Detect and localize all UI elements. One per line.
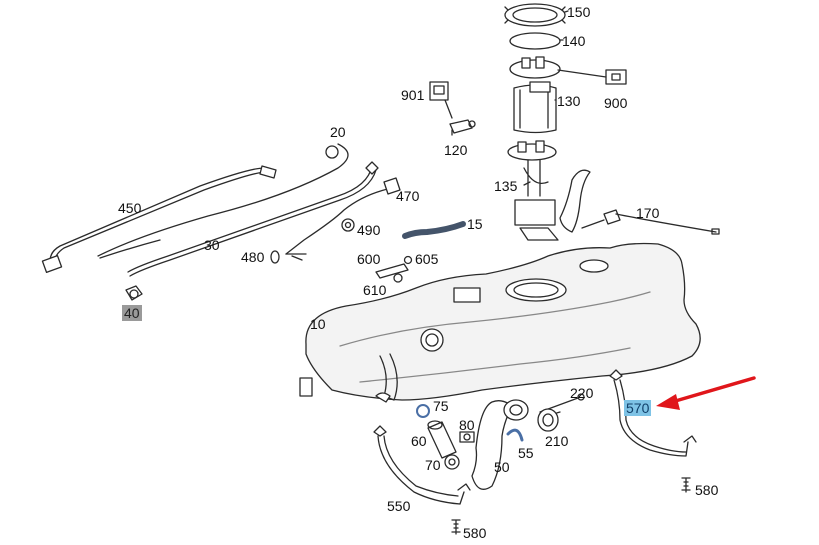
label-60[interactable]: 60 <box>411 433 427 449</box>
label-40[interactable]: 40 <box>122 305 142 321</box>
hose-15[interactable] <box>402 221 466 239</box>
fuel-line-470[interactable] <box>285 177 401 261</box>
sensor-120[interactable] <box>449 119 476 136</box>
label-10[interactable]: 10 <box>310 316 326 332</box>
valve-80[interactable] <box>459 431 475 443</box>
fitting-40[interactable] <box>125 285 143 301</box>
label-120[interactable]: 120 <box>444 142 468 158</box>
label-30[interactable]: 30 <box>204 237 220 253</box>
strap-570[interactable] <box>609 369 697 457</box>
fuel-pump-130[interactable] <box>509 56 607 134</box>
clip-55[interactable] <box>506 428 524 442</box>
label-20[interactable]: 20 <box>330 124 346 140</box>
level-sender-170[interactable] <box>559 169 720 235</box>
clamp-75[interactable] <box>416 404 430 418</box>
label-210[interactable]: 210 <box>545 433 569 449</box>
label-490[interactable]: 490 <box>357 222 381 238</box>
hose-60[interactable] <box>427 420 457 459</box>
label-901[interactable]: 901 <box>401 87 425 103</box>
fuel-line-30[interactable] <box>127 161 379 277</box>
bracket-600[interactable] <box>375 255 413 283</box>
label-605[interactable]: 605 <box>415 251 439 267</box>
fuel-line-450[interactable] <box>41 165 277 274</box>
bolt-580-right[interactable] <box>681 477 691 493</box>
label-570[interactable]: 570 <box>624 400 652 416</box>
clip-480[interactable] <box>270 250 280 264</box>
label-70[interactable]: 70 <box>425 457 441 473</box>
label-15[interactable]: 15 <box>467 216 483 232</box>
clamp-70[interactable] <box>444 454 460 470</box>
fuel-tank-10[interactable] <box>299 242 701 403</box>
label-170[interactable]: 170 <box>636 205 660 221</box>
connector-901[interactable] <box>429 81 453 119</box>
label-220[interactable]: 220 <box>570 385 594 401</box>
seal-ring-140[interactable] <box>509 32 564 50</box>
label-580-right[interactable]: 580 <box>695 482 719 498</box>
label-140[interactable]: 140 <box>562 33 586 49</box>
filler-neck-50[interactable] <box>471 399 529 490</box>
label-135[interactable]: 135 <box>494 178 518 194</box>
label-130[interactable]: 130 <box>557 93 581 109</box>
label-470[interactable]: 470 <box>396 188 420 204</box>
label-580-bottom[interactable]: 580 <box>463 525 487 541</box>
label-80[interactable]: 80 <box>459 417 475 433</box>
label-480[interactable]: 480 <box>241 249 265 265</box>
red-pointer-arrow-icon <box>656 376 756 410</box>
cap-210[interactable] <box>537 408 559 432</box>
label-75[interactable]: 75 <box>433 398 449 414</box>
label-55[interactable]: 55 <box>518 445 534 461</box>
label-450[interactable]: 450 <box>118 200 142 216</box>
label-610[interactable]: 610 <box>363 282 387 298</box>
connector-900[interactable] <box>605 69 627 85</box>
label-150[interactable]: 150 <box>567 4 591 20</box>
bolt-580-bottom[interactable] <box>451 519 461 535</box>
label-50[interactable]: 50 <box>494 459 510 475</box>
pump-assembly-135[interactable] <box>507 140 559 241</box>
locking-ring-150[interactable] <box>504 3 569 27</box>
strap-550[interactable] <box>373 425 471 505</box>
label-550[interactable]: 550 <box>387 498 411 514</box>
label-900[interactable]: 900 <box>604 95 628 111</box>
clip-490[interactable] <box>341 218 355 232</box>
fuel-line-20[interactable] <box>97 143 349 259</box>
label-600[interactable]: 600 <box>357 251 381 267</box>
